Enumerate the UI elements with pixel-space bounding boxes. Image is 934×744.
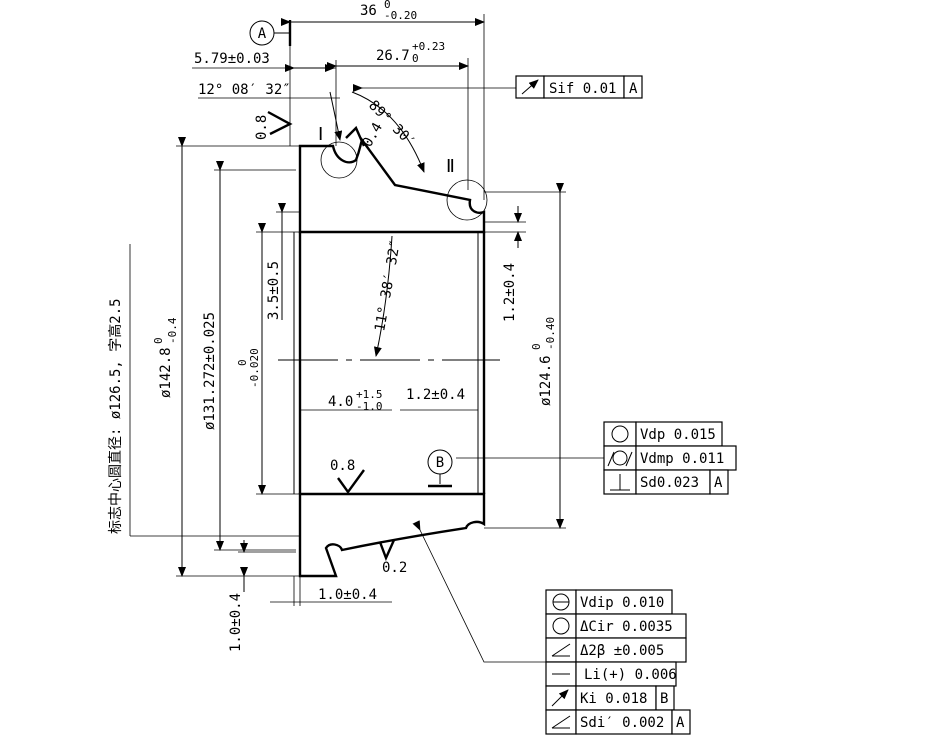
svg-text:A: A bbox=[629, 81, 638, 97]
svg-text:0.8: 0.8 bbox=[254, 115, 270, 140]
bore-lines bbox=[278, 232, 500, 494]
svg-text:+0.23: +0.23 bbox=[412, 40, 445, 53]
angle-12-08-32: 12° 08′ 32″ bbox=[198, 82, 343, 141]
fcf-group-c-leader bbox=[412, 520, 546, 663]
angle-icon bbox=[551, 643, 571, 657]
svg-text:26.7: 26.7 bbox=[376, 48, 410, 64]
svg-text:Sif 0.01: Sif 0.01 bbox=[549, 81, 616, 97]
svg-text:12° 08′ 32″: 12° 08′ 32″ bbox=[198, 82, 291, 98]
note-center-circle: 标志中心圆直径: ø126.5, 字高2.5 bbox=[107, 244, 300, 537]
svg-text:B: B bbox=[436, 455, 444, 471]
svg-text:ø142.8: ø142.8 bbox=[158, 347, 174, 398]
dim-26-7: 26.7 +0.23 0 bbox=[327, 40, 469, 190]
fcf-group-b: Vdp 0.015 Vdmp 0.011 Sd0.023 A bbox=[456, 421, 737, 495]
svg-text:1.0±0.4: 1.0±0.4 bbox=[318, 587, 377, 603]
roughness-0-8-top: 0.8 bbox=[254, 110, 293, 140]
svg-text:0.2: 0.2 bbox=[382, 560, 407, 576]
dim-3-5: 3.5±0.5 bbox=[266, 203, 300, 320]
roman-label-2: Ⅱ bbox=[446, 156, 455, 177]
upper-section bbox=[298, 137, 488, 234]
roughness-0-4: 0.4 bbox=[345, 120, 386, 150]
perpendicular-icon bbox=[610, 474, 630, 491]
svg-text:1.0±0.4: 1.0±0.4 bbox=[228, 593, 244, 652]
svg-text:Ki 0.018: Ki 0.018 bbox=[580, 691, 647, 707]
svg-text:Sd0.023: Sd0.023 bbox=[640, 475, 699, 491]
dim-5-79: 5.79±0.03 bbox=[192, 51, 337, 146]
svg-text:Vdmp 0.011: Vdmp 0.011 bbox=[640, 451, 724, 467]
svg-text:-0.020: -0.020 bbox=[248, 348, 261, 388]
svg-text:11° 38′ 32″: 11° 38′ 32″ bbox=[372, 239, 404, 333]
svg-text:-0.20: -0.20 bbox=[384, 9, 417, 22]
dim-36: 36 0 -0.20 bbox=[281, 0, 485, 200]
circle-icon bbox=[552, 617, 570, 635]
svg-text:Sdi′ 0.002: Sdi′ 0.002 bbox=[580, 715, 664, 731]
runout-arrow-icon bbox=[551, 689, 569, 707]
svg-text:A: A bbox=[258, 26, 267, 42]
svg-text:0: 0 bbox=[412, 52, 419, 65]
svg-text:4.0: 4.0 bbox=[328, 394, 353, 410]
svg-text:Vdip 0.010: Vdip 0.010 bbox=[580, 595, 664, 611]
dim-dia-124: ø124.6 0 -0.40 bbox=[484, 183, 566, 529]
svg-text:0: 0 bbox=[384, 0, 391, 11]
dim-dia-142: ø142.8 0 -0.4 bbox=[152, 137, 300, 577]
circle-icon bbox=[611, 425, 629, 443]
svg-text:0.8: 0.8 bbox=[330, 458, 355, 474]
detail-circle-2 bbox=[446, 179, 488, 221]
dim-4-0: 4.0 +1.5 -1.0 bbox=[300, 388, 392, 413]
svg-text:Δ2β ±0.005: Δ2β ±0.005 bbox=[580, 643, 664, 659]
lower-section bbox=[298, 492, 486, 578]
svg-text:ΔCir 0.0035: ΔCir 0.0035 bbox=[580, 619, 673, 635]
runout-arrow-icon bbox=[521, 79, 539, 95]
dim-dia-bore: 0 -0.020 bbox=[236, 223, 300, 495]
svg-text:-0.4: -0.4 bbox=[166, 317, 179, 344]
svg-text:标志中心圆直径: ø126.5, 字高2.5: 标志中心圆直径: ø126.5, 字高2.5 bbox=[107, 298, 124, 534]
angle-11-38-32: 11° 38′ 32″ bbox=[372, 235, 404, 357]
svg-text:1.2±0.4: 1.2±0.4 bbox=[502, 263, 518, 322]
datum-b-symbol: B bbox=[427, 449, 453, 488]
svg-text:1.2±0.4: 1.2±0.4 bbox=[406, 387, 465, 403]
svg-text:36: 36 bbox=[360, 3, 377, 19]
roughness-0-2: 0.2 bbox=[378, 539, 407, 576]
svg-text:A: A bbox=[714, 475, 723, 491]
detail-circle-1 bbox=[320, 141, 358, 179]
dim-1-2-mid: 1.2±0.4 bbox=[400, 387, 478, 411]
fcf-group-c: Vdip 0.010 ΔCir 0.0035 Δ2β ±0.005 Li(+) … bbox=[545, 589, 691, 735]
datum-a-symbol: A bbox=[249, 20, 292, 46]
svg-text:+1.5: +1.5 bbox=[356, 388, 383, 401]
svg-text:-1.0: -1.0 bbox=[356, 400, 383, 413]
svg-text:ø124.6: ø124.6 bbox=[538, 355, 554, 406]
svg-text:0: 0 bbox=[152, 337, 165, 344]
svg-text:Vdp 0.015: Vdp 0.015 bbox=[640, 427, 716, 443]
svg-text:A: A bbox=[676, 715, 685, 731]
cylindricity-icon bbox=[607, 450, 633, 467]
angle-89-30: 89° 30′ bbox=[351, 91, 425, 173]
svg-text:ø131.272±0.025: ø131.272±0.025 bbox=[202, 312, 218, 430]
svg-text:Li(+) 0.006: Li(+) 0.006 bbox=[584, 667, 677, 683]
svg-text:0: 0 bbox=[236, 359, 249, 366]
angle-icon bbox=[551, 715, 571, 729]
roman-label-1: Ⅰ bbox=[318, 124, 323, 145]
svg-text:3.5±0.5: 3.5±0.5 bbox=[266, 261, 282, 320]
svg-text:B: B bbox=[660, 691, 668, 707]
svg-text:5.79±0.03: 5.79±0.03 bbox=[194, 51, 270, 67]
dim-dia-131: ø131.272±0.025 bbox=[202, 161, 296, 551]
dim-1-2-right: 1.2±0.4 bbox=[484, 206, 526, 322]
svg-text:0: 0 bbox=[530, 343, 543, 350]
roughness-0-8-mid: 0.8 bbox=[330, 458, 365, 495]
svg-text:-0.40: -0.40 bbox=[544, 317, 557, 350]
dim-1-0-left: 1.0±0.4 bbox=[228, 540, 296, 652]
fcf-sif: Sif 0.01 A bbox=[353, 75, 643, 99]
dim-1-0-bottom: 1.0±0.4 bbox=[270, 576, 392, 606]
theta-circle-icon bbox=[552, 593, 570, 611]
